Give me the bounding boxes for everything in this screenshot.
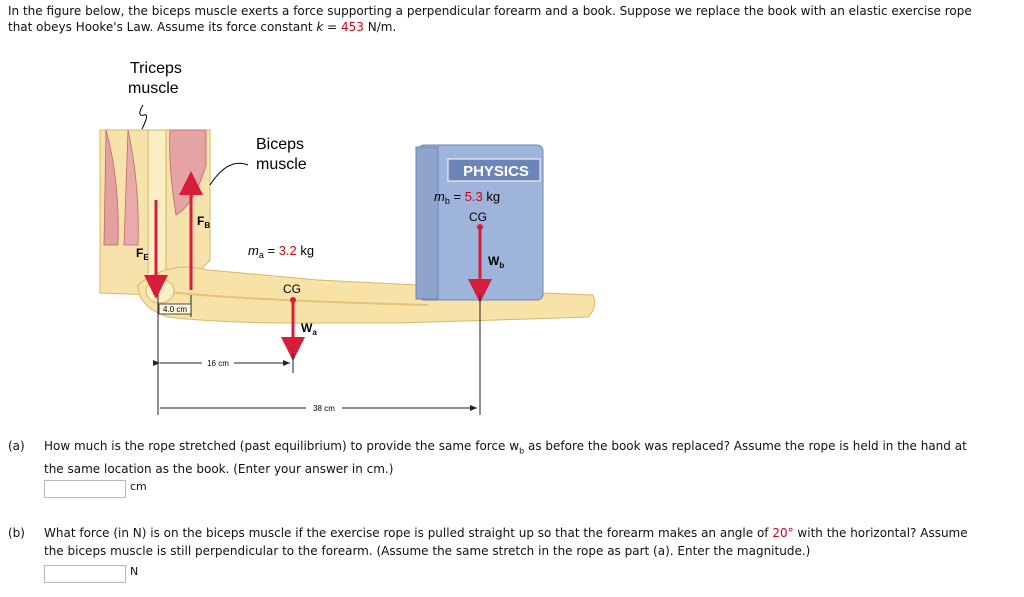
arm-mass: ma = 3.2 kg [248, 243, 314, 260]
question-a-text: How much is the rope stretched (past equ… [44, 439, 967, 477]
answer-a-row: cm [44, 478, 147, 498]
biceps-label-1: Biceps [256, 136, 304, 153]
question-b-tag: (b) [8, 526, 25, 540]
intro-line-2: that obeys Hooke's Law. Assume its force… [8, 20, 397, 34]
dim-16cm: 16 cm [207, 359, 229, 368]
triceps-label-1: Triceps [130, 60, 182, 77]
k-value: 453 [341, 20, 364, 34]
triceps-label-2: muscle [128, 80, 179, 97]
arm-cg-label: CG [283, 282, 301, 296]
dim-4cm: 4.0 cm [163, 305, 187, 314]
question-a: (a) How much is the rope stretched (past… [8, 437, 967, 476]
fe-label: FE [136, 246, 149, 262]
answer-a-input[interactable] [44, 480, 126, 498]
physics-book: PHYSICS [415, 144, 544, 301]
wa-label: Wa [301, 321, 317, 337]
k-symbol: k [316, 20, 324, 34]
book-title: PHYSICS [463, 163, 529, 180]
wb-label: Wb [488, 254, 504, 270]
question-b: (b) What force (in N) is on the biceps m… [8, 524, 968, 558]
question-b-text: What force (in N) is on the biceps muscl… [44, 526, 968, 558]
answer-b-unit: N [130, 565, 139, 578]
dim-38cm: 38 cm [313, 404, 335, 413]
question-a-tag: (a) [8, 439, 25, 453]
answer-b-input[interactable] [44, 565, 126, 583]
intro-line-1: In the figure below, the biceps muscle e… [8, 4, 972, 18]
fb-label: FB [197, 214, 210, 230]
arm-book-figure: PHYSICS Triceps muscle Biceps muscle mb … [98, 55, 608, 420]
book-cg-label: CG [469, 210, 487, 224]
book-mass: mb = 5.3 kg [434, 189, 500, 206]
biceps-label-2: muscle [256, 156, 307, 173]
angle-value: 20° [772, 526, 794, 540]
problem-statement: In the figure below, the biceps muscle e… [8, 3, 1018, 35]
answer-b-row: N [44, 563, 138, 583]
answer-a-unit: cm [130, 480, 147, 493]
